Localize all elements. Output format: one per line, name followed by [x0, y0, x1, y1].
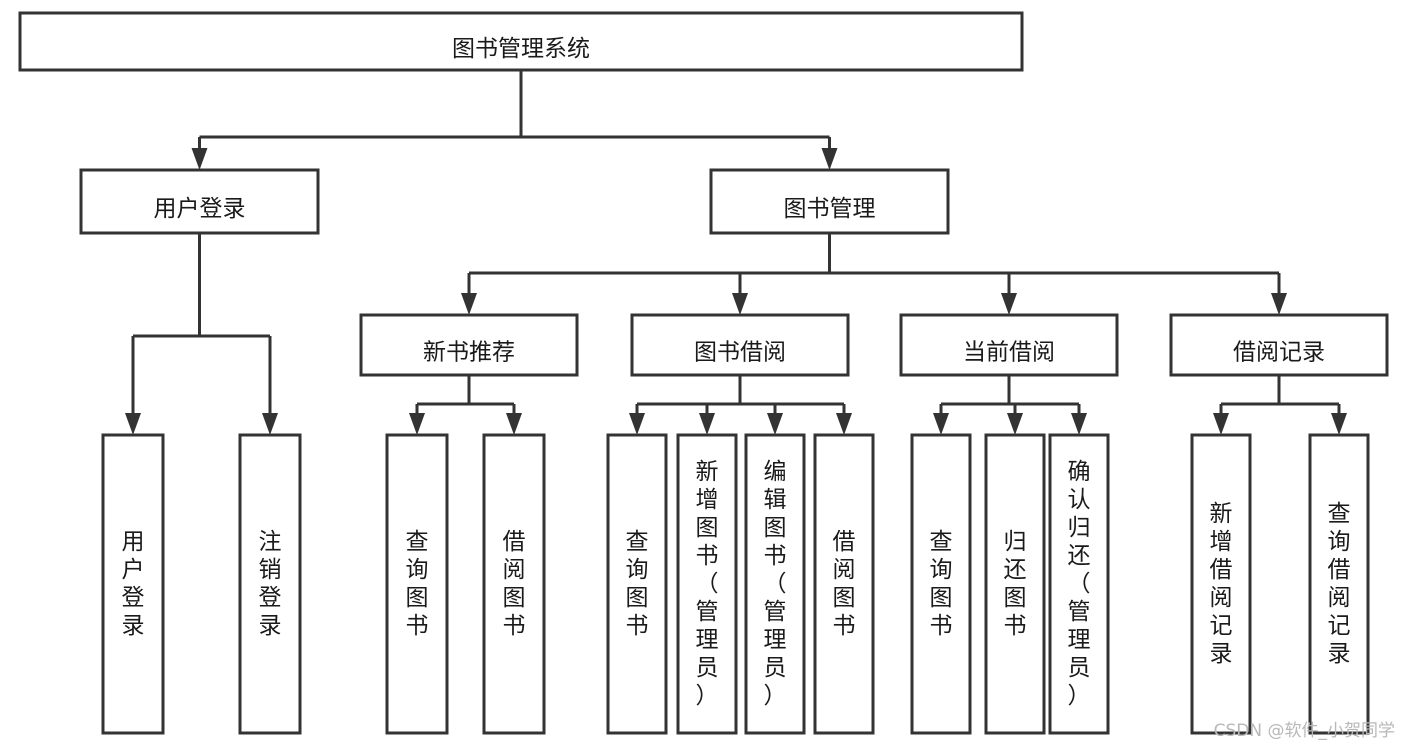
arrowhead-icon — [699, 413, 715, 435]
arrowhead-icon — [262, 413, 278, 435]
node-label-leaf-query-book-recommend: 查询图书 — [406, 529, 429, 639]
node-book-management[interactable]: 图书管理 — [709, 168, 950, 235]
arrowhead-icon — [629, 413, 645, 435]
arrowhead-icon — [1331, 413, 1347, 435]
node-box-leaf-query-book-current — [910, 433, 972, 735]
node-label-new-book-recommend: 新书推荐 — [423, 340, 515, 366]
node-borrow-record[interactable]: 借阅记录 — [1169, 313, 1389, 377]
connector-layer — [125, 70, 1347, 435]
node-leaf-query-book[interactable]: 查询图书 — [606, 433, 668, 735]
node-label-current-borrow: 当前借阅 — [963, 340, 1055, 366]
node-box-root — [18, 11, 1024, 72]
node-leaf-query-book-current[interactable]: 查询图书 — [910, 433, 972, 735]
node-label-leaf-logout: 注销登录 — [259, 529, 282, 639]
node-leaf-add-book[interactable]: 新增图书（管理员） — [676, 433, 738, 735]
node-leaf-user-login[interactable]: 用户登录 — [101, 433, 165, 735]
node-box-new-book-recommend — [359, 313, 579, 377]
node-box-leaf-user-login — [101, 433, 165, 735]
node-label-leaf-add-book: 新增图书（管理员） — [696, 459, 719, 709]
node-label-leaf-query-record: 查询借阅记录 — [1328, 501, 1351, 667]
node-label-root: 图书管理系统 — [452, 36, 590, 62]
node-leaf-borrow-book[interactable]: 借阅图书 — [813, 433, 875, 735]
arrowhead-icon — [732, 293, 748, 315]
arrowhead-icon — [1001, 293, 1017, 315]
node-box-leaf-borrow-book — [813, 433, 875, 735]
node-box-leaf-borrow-book-recommend — [482, 433, 546, 735]
node-box-leaf-confirm-return — [1048, 433, 1110, 735]
arrowhead-icon — [1071, 413, 1087, 435]
node-leaf-add-record[interactable]: 新增借阅记录 — [1190, 433, 1252, 735]
node-box-leaf-add-book — [676, 433, 738, 735]
node-box-user-login — [79, 168, 320, 235]
node-leaf-logout[interactable]: 注销登录 — [238, 433, 302, 735]
arrowhead-icon — [125, 413, 141, 435]
arrowhead-icon — [506, 413, 522, 435]
node-box-leaf-return-book — [984, 433, 1046, 735]
arrowhead-icon — [409, 413, 425, 435]
node-leaf-borrow-book-recommend[interactable]: 借阅图书 — [482, 433, 546, 735]
arrowhead-icon — [767, 413, 783, 435]
node-box-leaf-edit-book — [744, 433, 806, 735]
node-root[interactable]: 图书管理系统 — [18, 11, 1024, 72]
node-book-borrow[interactable]: 图书借阅 — [630, 313, 850, 377]
node-layer: 图书管理系统用户登录图书管理新书推荐图书借阅当前借阅借阅记录用户登录注销登录查询… — [18, 11, 1389, 735]
node-leaf-return-book[interactable]: 归还图书 — [984, 433, 1046, 735]
node-label-leaf-add-record: 新增借阅记录 — [1210, 501, 1233, 667]
arrowhead-icon — [191, 148, 208, 170]
node-user-login[interactable]: 用户登录 — [79, 168, 320, 235]
node-label-leaf-borrow-book: 借阅图书 — [833, 529, 856, 639]
node-label-book-borrow: 图书借阅 — [694, 340, 786, 366]
node-box-current-borrow — [899, 313, 1119, 377]
arrowhead-icon — [461, 293, 477, 315]
node-leaf-edit-book[interactable]: 编辑图书（管理员） — [744, 433, 806, 735]
node-label-leaf-user-login: 用户登录 — [122, 529, 145, 639]
node-label-leaf-return-book: 归还图书 — [1004, 529, 1027, 639]
node-box-leaf-add-record — [1190, 433, 1252, 735]
node-label-borrow-record: 借阅记录 — [1233, 340, 1325, 366]
node-current-borrow[interactable]: 当前借阅 — [899, 313, 1119, 377]
node-leaf-query-book-recommend[interactable]: 查询图书 — [385, 433, 449, 735]
arrowhead-icon — [821, 148, 838, 170]
node-leaf-query-record[interactable]: 查询借阅记录 — [1308, 433, 1370, 735]
node-new-book-recommend[interactable]: 新书推荐 — [359, 313, 579, 377]
node-label-leaf-query-book-current: 查询图书 — [930, 529, 953, 639]
arrowhead-icon — [1271, 293, 1287, 315]
node-label-leaf-edit-book: 编辑图书（管理员） — [764, 459, 787, 709]
node-box-book-borrow — [630, 313, 850, 377]
arrowhead-icon — [836, 413, 852, 435]
arrowhead-icon — [1213, 413, 1229, 435]
node-box-leaf-logout — [238, 433, 302, 735]
node-label-leaf-query-book: 查询图书 — [626, 529, 649, 639]
node-label-leaf-confirm-return: 确认归还（管理员） — [1068, 459, 1091, 709]
arrowhead-icon — [933, 413, 949, 435]
node-label-leaf-borrow-book-recommend: 借阅图书 — [503, 529, 526, 639]
node-box-borrow-record — [1169, 313, 1389, 377]
arrowhead-icon — [1007, 413, 1023, 435]
node-label-user-login: 用户登录 — [154, 196, 246, 222]
node-box-leaf-query-book-recommend — [385, 433, 449, 735]
node-box-book-management — [709, 168, 950, 235]
node-label-book-management: 图书管理 — [784, 196, 876, 222]
node-leaf-confirm-return[interactable]: 确认归还（管理员） — [1048, 433, 1110, 735]
node-box-leaf-query-book — [606, 433, 668, 735]
node-box-leaf-query-record — [1308, 433, 1370, 735]
